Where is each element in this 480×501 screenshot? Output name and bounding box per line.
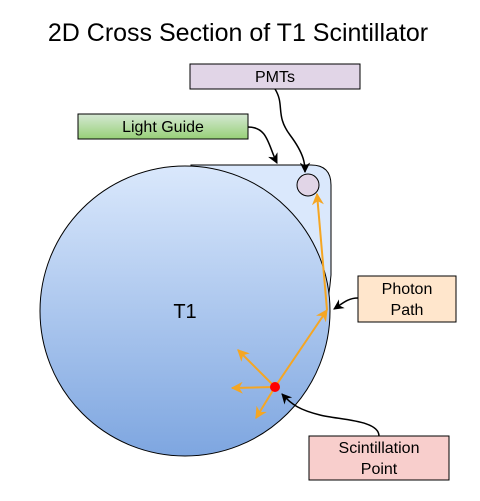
photon-path-box	[357, 275, 457, 323]
light-guide-arrow	[247, 126, 278, 164]
t1-label: T1	[173, 301, 196, 323]
pmts-box	[189, 63, 361, 90]
pmts-label: PMTs	[255, 69, 295, 86]
scintillation-arrow	[281, 393, 380, 437]
pmt-circle	[296, 173, 320, 197]
photon-path-callout: Photon Path	[333, 275, 457, 323]
photon-ray-down-left	[255, 386, 276, 420]
scintillation-label-line2: Point	[361, 461, 398, 478]
scintillation-point-box	[308, 435, 450, 481]
photon-path-label-line1: Photon	[382, 281, 433, 298]
scintillation-point-callout: Scintillation Point	[281, 393, 450, 481]
pmts-arrow	[274, 88, 311, 174]
light-guide-box	[77, 113, 249, 140]
light-guide-callout: Light Guide	[77, 113, 278, 164]
photon-ray-up-left	[237, 349, 276, 388]
photon-ray-to-edge	[274, 309, 328, 388]
photon-ray-reflected	[311, 192, 328, 311]
pmts-callout: PMTs	[189, 63, 361, 174]
diagram-title: 2D Cross Section of T1 Scintillator	[48, 19, 428, 47]
photon-path-label-line2: Path	[391, 302, 424, 319]
photon-ray-left	[230, 381, 276, 394]
light-guide-label: Light Guide	[122, 119, 204, 136]
scintillation-label-line1: Scintillation	[339, 440, 420, 457]
photon-rays	[230, 192, 328, 420]
scintillation-point	[270, 382, 280, 392]
t1-scintillator	[39, 165, 331, 457]
photon-path-arrow	[333, 297, 359, 310]
